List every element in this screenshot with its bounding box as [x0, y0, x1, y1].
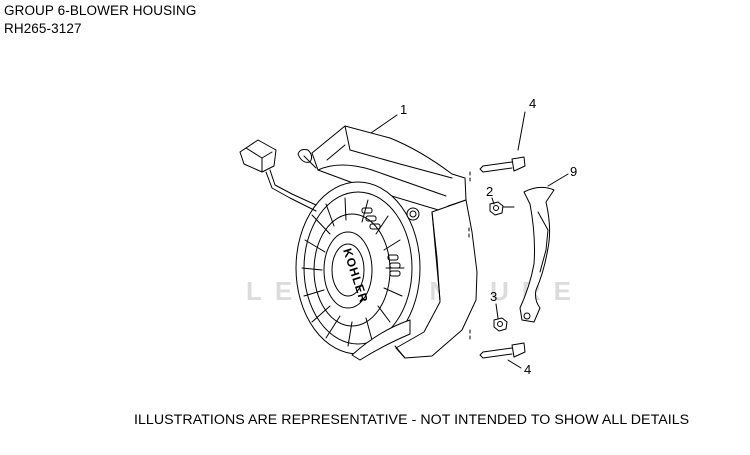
screw-bottom-part — [479, 342, 526, 359]
model-code: RH265-3127 — [4, 21, 82, 36]
leader-line-1 — [370, 114, 398, 134]
callout-4-bottom: 4 — [524, 362, 531, 377]
callout-3: 3 — [490, 289, 497, 304]
group-title: GROUP 6-BLOWER HOUSING — [4, 3, 197, 18]
callout-1: 1 — [400, 102, 407, 117]
leader-line-3 — [495, 303, 499, 319]
callout-4-top: 4 — [529, 96, 536, 111]
callout-2: 2 — [486, 184, 493, 199]
blower-housing-part — [295, 125, 478, 361]
callout-9: 9 — [570, 164, 577, 179]
leader-line-9 — [547, 173, 569, 187]
screw-top-part — [479, 156, 526, 173]
nut-part — [489, 201, 515, 216]
nut-lower-part — [493, 317, 508, 332]
spark-plug-boot — [239, 139, 317, 212]
bracket-part — [519, 186, 555, 323]
disclaimer-text: ILLUSTRATIONS ARE REPRESENTATIVE - NOT I… — [134, 412, 690, 428]
leader-line-2 — [491, 197, 495, 205]
leader-line-4-bottom — [507, 359, 522, 369]
leader-line-4-top — [517, 111, 526, 151]
